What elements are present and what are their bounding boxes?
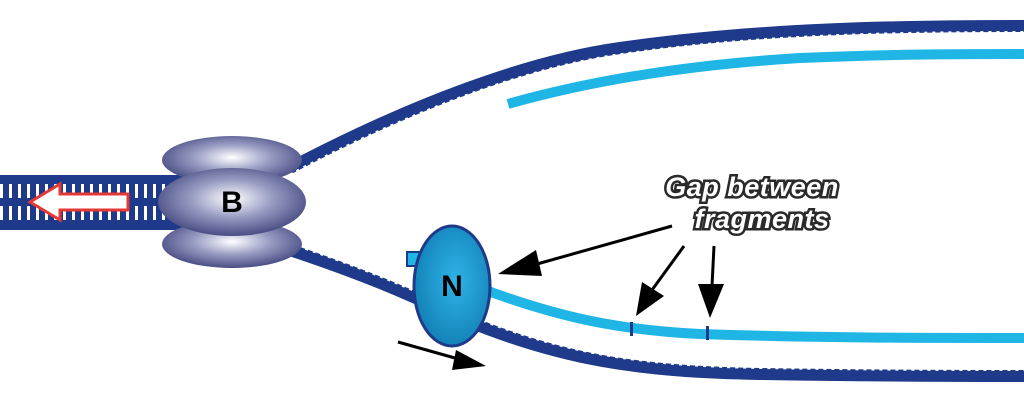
pointer-arrow-to-n [498, 224, 673, 276]
pointer-arrow-to-gap-1 [636, 245, 686, 316]
enzyme-b: B [158, 136, 306, 268]
pointer-arrow-to-gap-2 [698, 245, 724, 318]
fragment-gap-marker [706, 326, 709, 340]
fork-direction-arrow [27, 181, 130, 223]
callout-line-1: Gap between [665, 172, 839, 202]
enzyme-n-label: N [441, 270, 463, 303]
enzyme-b-label: B [221, 186, 243, 219]
leading-strand [506, 39, 1024, 109]
enzyme-n: N [406, 224, 492, 348]
callout-line-2: fragments [694, 204, 829, 234]
fragment-gap-marker [630, 322, 633, 336]
movement-arrow [397, 340, 486, 370]
callout-gap-between-fragments: Gap between fragments [663, 170, 841, 237]
lagging-strand-fragments [478, 283, 1024, 355]
lower-template-strand [288, 231, 1024, 382]
upper-template-strand [287, 20, 1024, 187]
